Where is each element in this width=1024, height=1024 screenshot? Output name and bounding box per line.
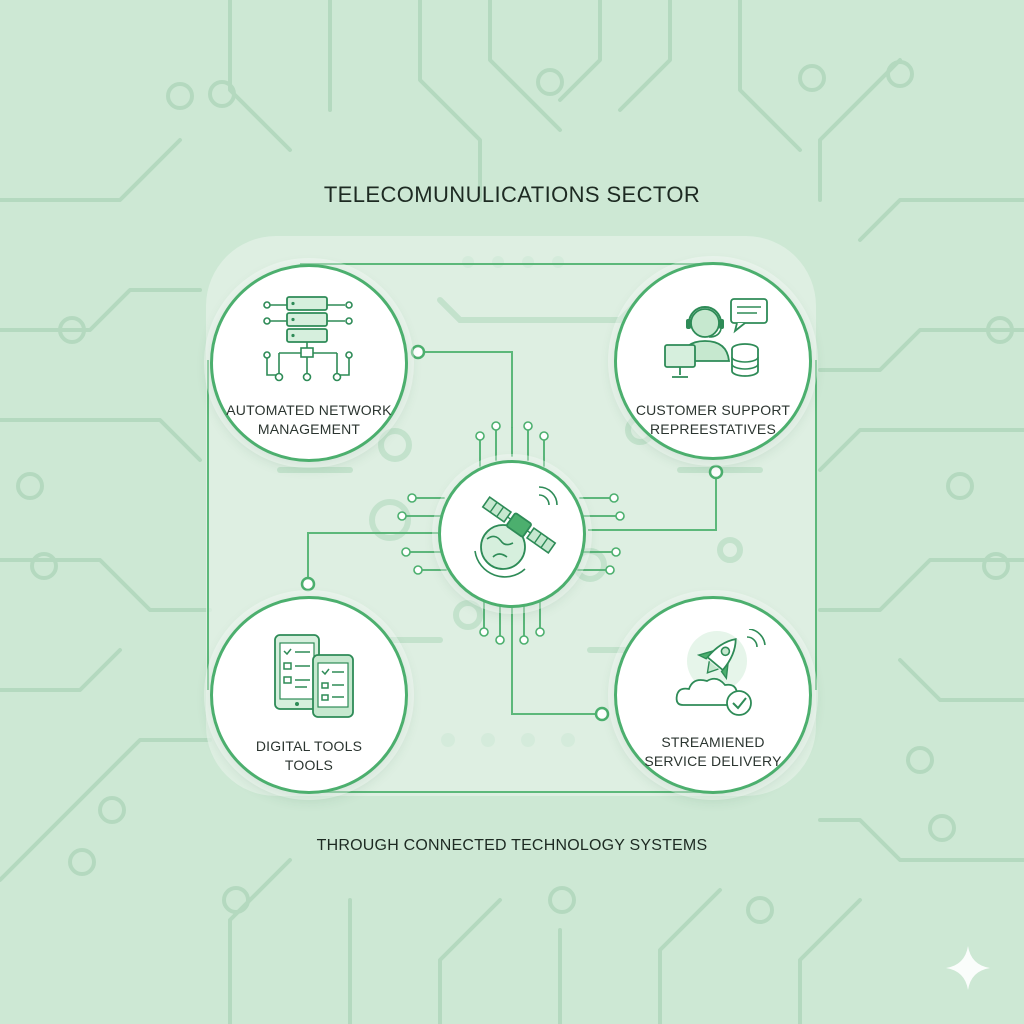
diagram-subtitle: THROUGH CONNECTED TECHNOLOGY SYSTEMS <box>316 837 708 854</box>
tablet-phone-checklist-icon <box>274 634 354 718</box>
node-automated-network: AUTOMATED NETWORK MANAGEMENT <box>210 264 408 462</box>
node-label: STREAMIENED SERVICE DELIVERY <box>627 733 799 771</box>
node-label-line1: STREAMIENED <box>661 734 765 750</box>
node-label: AUTOMATED NETWORK MANAGEMENT <box>223 401 395 439</box>
node-digital-tools: DIGITAL TOOLS TOOLS <box>210 596 408 794</box>
node-label-line2: MANAGEMENT <box>257 421 361 437</box>
sparkle-icon <box>946 946 990 990</box>
node-label-line1: AUTOMATED NETWORK <box>226 402 392 418</box>
node-label-line2: REPREESTATIVES <box>650 421 776 437</box>
node-label: CUSTOMER SUPPORT REPREESTATIVES <box>627 401 799 439</box>
satellite-globe-icon <box>474 486 558 578</box>
rocket-cloud-icon <box>675 629 766 716</box>
support-agent-icon <box>664 298 768 378</box>
server-network-icon <box>263 296 353 382</box>
node-label-line2: SERVICE DELIVERY <box>644 753 782 769</box>
diagram-title: TELECOMUNULICATIONS SECTOR <box>323 182 701 207</box>
node-customer-support: CUSTOMER SUPPORT REPREESTATIVES <box>614 262 812 460</box>
node-label: DIGITAL TOOLS TOOLS <box>223 737 395 775</box>
node-label-line1: DIGITAL TOOLS <box>255 738 363 754</box>
node-service-delivery: STREAMIENED SERVICE DELIVERY <box>614 596 812 794</box>
node-label-line1: CUSTOMER SUPPORT <box>635 402 791 418</box>
node-label-line2: TOOLS <box>284 757 334 773</box>
node-center-satellite <box>438 460 586 608</box>
